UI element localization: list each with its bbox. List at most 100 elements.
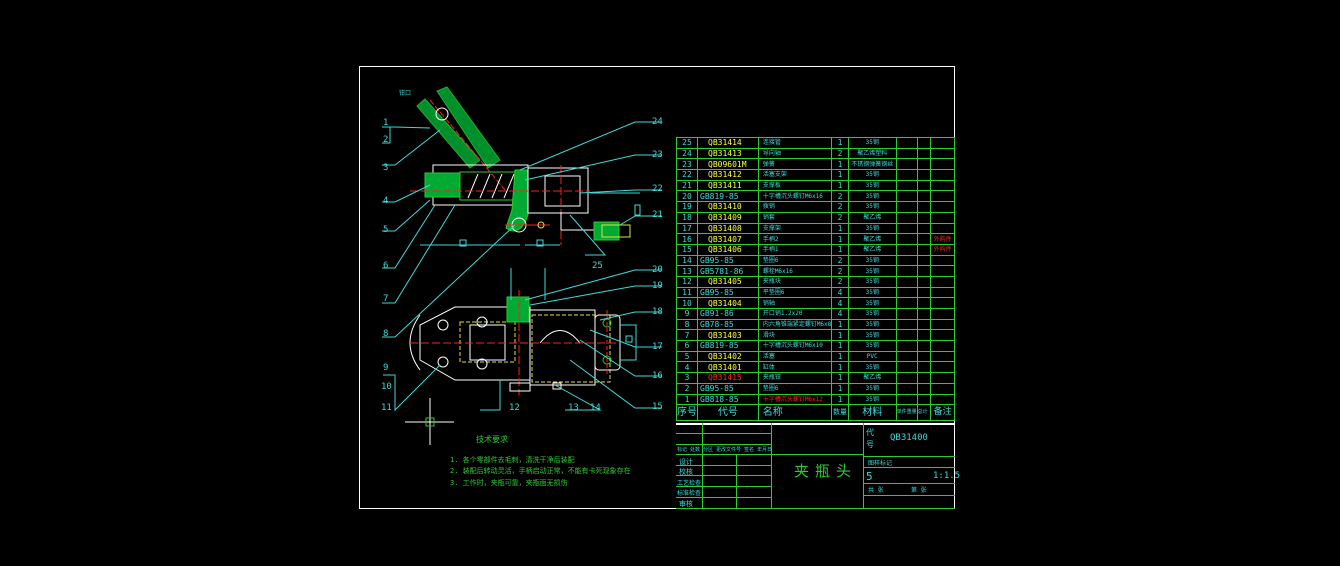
part-label: 3: [383, 163, 388, 173]
bom-qty: 1: [831, 137, 849, 149]
bom-qty: 1: [831, 169, 849, 181]
part-label: 8: [383, 329, 388, 339]
bom-material: 35钢: [847, 254, 897, 267]
cad-crosshair-cursor: [405, 398, 454, 445]
bom-qty: 2: [831, 275, 849, 288]
header-unit-weight: 单件重量: [895, 404, 918, 422]
bom-material: 不锈钢弹簧钢丝: [847, 158, 897, 171]
top-view: [410, 86, 641, 247]
bom-qty: 2: [831, 201, 849, 213]
bom-qty: 1: [831, 318, 849, 331]
lever: [505, 169, 529, 232]
bom-total-weight: [916, 297, 932, 309]
bom-total-weight: [916, 329, 932, 342]
bom-code: GB95-85: [697, 254, 759, 267]
bom-note: [930, 393, 955, 406]
bom-no: 7: [676, 329, 698, 342]
title-block: 标记 处数 分区 更改文件号 签名 年月日 设计 校核 工艺检查 标准检查 审核…: [676, 423, 960, 509]
bom-unit-weight: [895, 275, 918, 288]
bom-unit-weight: [895, 372, 918, 384]
bom-name: 连接管: [757, 137, 833, 149]
bom-material: 35钢: [847, 340, 897, 352]
bom-note: [930, 275, 955, 288]
part-label: 1: [383, 118, 388, 128]
bom-qty: 1: [831, 340, 849, 352]
bom-note: [930, 190, 955, 203]
part-label: 13: [568, 403, 579, 413]
bom-material: 聚乙烯: [847, 211, 897, 224]
bom-material: 35钢: [847, 201, 897, 213]
bom-total-weight: [916, 169, 932, 181]
drawing-title: 夹瓶头: [794, 462, 858, 480]
bom-note: [930, 147, 955, 160]
bom-code: QB31412: [697, 169, 759, 181]
bom-total-weight: [916, 243, 932, 256]
bom-code: GB819-85: [697, 340, 759, 352]
bottom-view: [409, 268, 637, 395]
bom-no: 2: [676, 382, 698, 395]
bom-no: 23: [676, 158, 698, 171]
bom-qty: 1: [831, 222, 849, 235]
bom-note: [930, 179, 955, 192]
part-label: 16: [652, 371, 663, 381]
bom-no: 5: [676, 350, 698, 363]
bom-unit-weight: [895, 382, 918, 395]
bom-note: [930, 169, 955, 181]
bom-no: 22: [676, 169, 698, 181]
bom-unit-weight: [895, 158, 918, 171]
bom-qty: 2: [831, 265, 849, 277]
part-label: 20: [652, 265, 663, 275]
bom-material: 35钢: [847, 318, 897, 331]
bom-unit-weight: [895, 222, 918, 235]
part-label: 25: [592, 261, 603, 271]
bom-name: 活塞支架: [757, 169, 833, 181]
bom-total-weight: [916, 393, 932, 406]
title-label-process: 工艺检查: [677, 480, 702, 487]
bom-note: [930, 158, 955, 171]
bom-code: QB31415: [697, 372, 759, 384]
bom-total-weight: [916, 361, 932, 374]
bom-total-weight: [916, 286, 932, 299]
code-label: 代号: [866, 428, 874, 449]
bom-header-row: 序号 代号 名称 数量 材料 单件重量 总计 备注: [676, 404, 955, 422]
bom-no: 14: [676, 254, 698, 267]
bom-total-weight: [916, 382, 932, 395]
bom-material: 35钢: [847, 286, 897, 299]
bom-qty: 1: [831, 158, 849, 171]
bom-no: 8: [676, 318, 698, 331]
bom-no: 1: [676, 393, 698, 406]
bom-total-weight: [916, 179, 932, 192]
bom-name: 垫圈6: [757, 254, 833, 267]
bom-material: 35钢: [847, 137, 897, 149]
bom-material: 聚乙烯: [847, 372, 897, 384]
bom-unit-weight: [895, 147, 918, 160]
bom-unit-weight: [895, 318, 918, 331]
bom-name: 平垫圈6: [757, 286, 833, 299]
title-header-row: 标记 处数 分区 更改文件号 签名 年月日: [677, 447, 773, 453]
bom-total-weight: [916, 350, 932, 363]
bom-total-weight: [916, 222, 932, 235]
bom-code: QB31413: [697, 147, 759, 160]
part-label: 24: [652, 117, 663, 127]
bom-note: [930, 308, 955, 320]
sheet-label: 第 张: [911, 487, 927, 494]
tech-requirements-heading: 技术要求: [476, 435, 508, 444]
bom-code: QB31404: [697, 297, 759, 309]
bom-material: 35钢: [847, 265, 897, 277]
part-label: 9: [383, 363, 388, 373]
bom-total-weight: [916, 254, 932, 267]
bom-qty: 1: [831, 233, 849, 245]
header-material: 材料: [847, 404, 897, 422]
bom-name: 开口销1.2x20: [757, 308, 833, 320]
bom-code: GB5781-86: [697, 265, 759, 277]
bom-code: QB31408: [697, 222, 759, 235]
bom-note: [930, 137, 955, 149]
header-name: 名称: [757, 404, 833, 422]
